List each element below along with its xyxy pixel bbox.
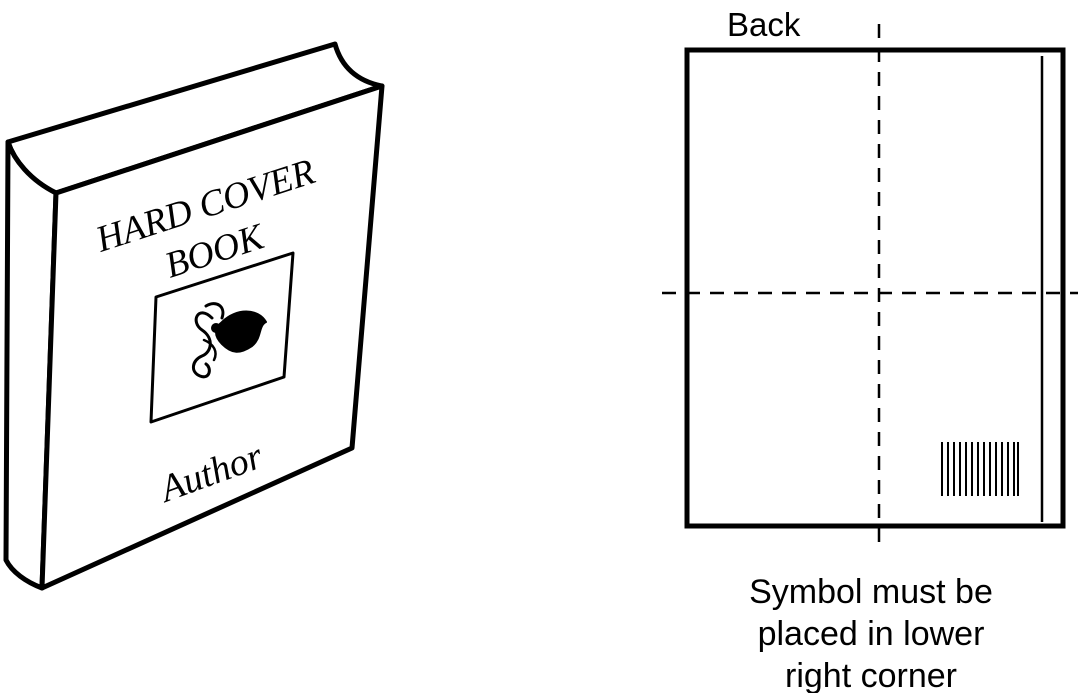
caption-line2: placed in lower	[758, 615, 985, 653]
back-cover-outline	[684, 47, 1066, 529]
hard-cover-book-illustration	[3, 41, 385, 591]
heart-ornament-icon	[192, 302, 267, 379]
barcode-icon	[941, 442, 1019, 496]
book-front-cover	[39, 83, 385, 591]
back-label: Back	[727, 6, 801, 43]
caption-line1: Symbol must be	[749, 573, 993, 611]
cover-picture-frame	[149, 251, 295, 424]
back-cover-diagram	[662, 24, 1078, 552]
caption-line3: right corner	[785, 657, 957, 693]
